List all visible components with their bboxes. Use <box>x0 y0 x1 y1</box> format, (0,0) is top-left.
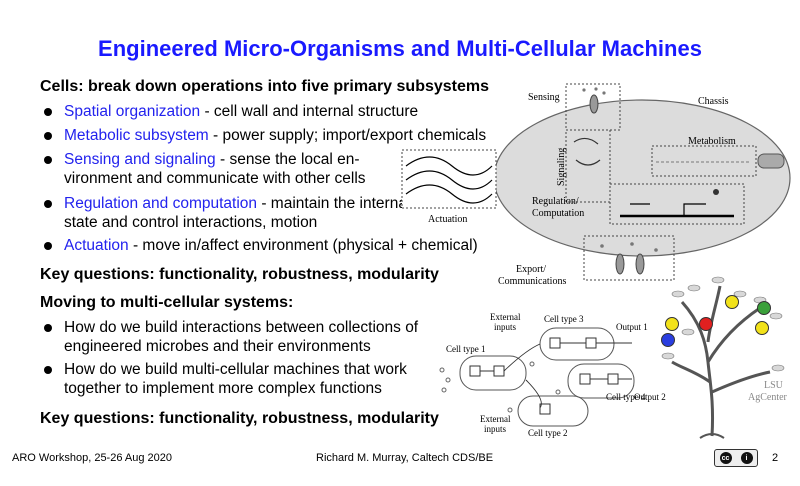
cc-by-badge-icon: cc i <box>714 449 758 467</box>
bullet-regulation: Regulation and computation - maintain th… <box>40 194 420 232</box>
label-cell-type-2: Cell type 2 <box>528 428 568 438</box>
cell-type-1-shape <box>459 355 527 391</box>
cell-type-2-shape <box>517 395 589 427</box>
multi-heading: Moving to multi-cellular systems: <box>40 294 294 311</box>
label-computation: Computation <box>532 208 584 219</box>
sensor-receptor <box>589 94 599 114</box>
multi-item-text: How do we build interactions between col… <box>64 319 419 355</box>
bullet-term: Metabolic subsystem <box>64 127 209 144</box>
label-communications: Communications <box>498 276 566 287</box>
label-metabolism: Metabolism <box>688 136 736 147</box>
bullet-term: Sensing and signaling <box>64 151 216 168</box>
bullet-text: - power supply; import/export chemicals <box>208 127 487 144</box>
actuation-box <box>401 149 497 209</box>
bullet-dot <box>44 324 52 332</box>
label-external-inputs-top-2: inputs <box>494 322 517 332</box>
bullet-metabolic: Metabolic subsystem - power supply; impo… <box>40 126 520 145</box>
label-regulation: Regulation/ <box>532 196 579 207</box>
bullet-dot <box>44 108 52 116</box>
bullet-text: - move in/affect environment (physical +… <box>128 237 478 254</box>
bullet-text: - maintain the internal state and contro… <box>64 195 411 231</box>
metabolism-box <box>651 145 757 177</box>
cell-type-4-shape <box>567 363 635 399</box>
bullet-dot <box>44 200 52 208</box>
label-agcenter: AgCenter <box>748 392 788 403</box>
cell-diagram: Sensing Chassis Metabolism Signaling Reg… <box>401 83 791 287</box>
bullet-dot <box>44 366 52 374</box>
fruit-yellow <box>725 295 739 309</box>
tree-branches <box>671 285 771 437</box>
signaling-box <box>565 129 611 203</box>
fruit-red <box>699 317 713 331</box>
label-external-inputs-bottom-1: External <box>480 414 511 424</box>
fruit-green <box>757 301 771 315</box>
key-questions-2: Key questions: functionality, robustness… <box>40 410 439 427</box>
bullet-text: - cell wall and internal structure <box>200 103 419 120</box>
footer-left: ARO Workshop, 25-26 Aug 2020 <box>12 452 173 464</box>
fruit-blue <box>661 333 675 347</box>
regulation-box <box>609 183 745 225</box>
label-output-1: Output 1 <box>616 322 648 332</box>
tree-illustration: LSU AgCenter <box>661 276 788 439</box>
multi-item-text: How do we build multi-cellular machines … <box>64 361 407 397</box>
bullet-actuation: Actuation - move in/affect environment (… <box>40 236 540 255</box>
label-export: Export/ <box>516 264 546 275</box>
label-actuation: Actuation <box>428 214 467 225</box>
export-box <box>583 235 675 281</box>
cell-body <box>493 99 791 257</box>
label-cell-type-4: Cell type 4 <box>606 392 646 402</box>
label-output-2: Output 2 <box>634 392 666 402</box>
sensing-box <box>565 83 621 131</box>
footer-center: Richard M. Murray, Caltech CDS/BE <box>316 452 494 464</box>
bullet-spatial: Spatial organization - cell wall and int… <box>40 102 520 121</box>
label-cell-type-3: Cell type 3 <box>544 314 584 324</box>
bullet-term: Regulation and computation <box>64 195 258 212</box>
bullet-term: Spatial organization <box>64 103 201 120</box>
bullet-text: - sense the local en-vironment and commu… <box>64 151 366 187</box>
label-chassis: Chassis <box>698 96 729 107</box>
membrane-pore <box>757 153 785 169</box>
network-diagram: External inputs Cell type 3 Output 1 Cel… <box>439 312 666 438</box>
tree-leaves <box>661 276 785 372</box>
cells-heading: Cells: break down operations into five p… <box>40 78 490 95</box>
bullet-sensing: Sensing and signaling - sense the local … <box>40 150 420 188</box>
fruit-yellow <box>665 317 679 331</box>
label-lsu: LSU <box>764 380 784 391</box>
multi-item-1: How do we build interactions between col… <box>40 318 460 356</box>
slide-title: Engineered Micro-Organisms and Multi-Cel… <box>98 36 702 61</box>
key-questions-1: Key questions: functionality, robustness… <box>40 266 439 283</box>
label-external-inputs-bottom-2: inputs <box>484 424 507 434</box>
bullet-dot <box>44 156 52 164</box>
label-cell-type-1: Cell type 1 <box>446 344 486 354</box>
bullet-dot <box>44 132 52 140</box>
page-number: 2 <box>772 452 779 464</box>
bullet-term: Actuation <box>64 237 129 254</box>
fruit-yellow <box>755 321 769 335</box>
label-signaling: Signaling <box>556 148 567 186</box>
multi-item-2: How do we build multi-cellular machines … <box>40 360 460 398</box>
label-sensing: Sensing <box>528 92 560 103</box>
label-external-inputs-top-1: External <box>490 312 521 322</box>
bullet-dot <box>44 242 52 250</box>
